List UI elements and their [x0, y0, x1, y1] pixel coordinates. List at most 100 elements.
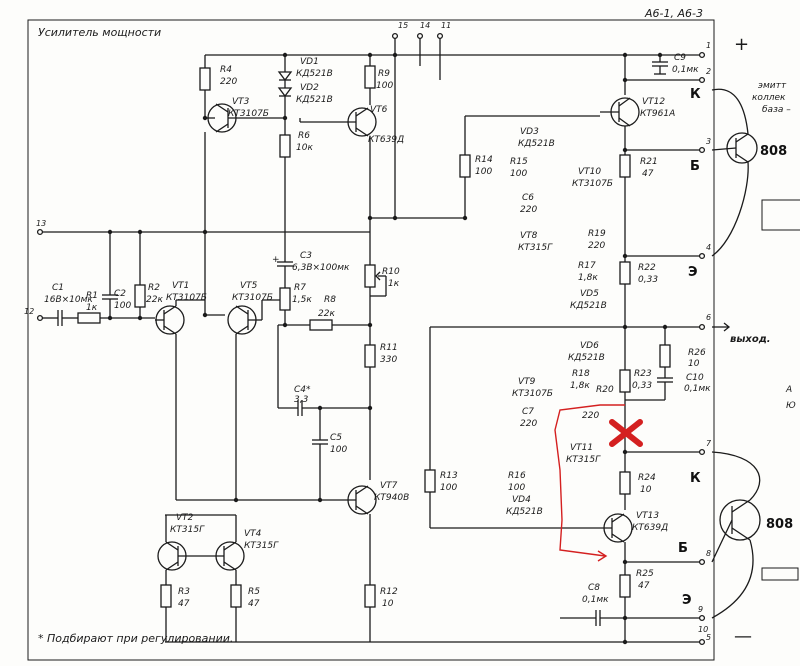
pin-9: 9 [698, 605, 703, 614]
r2-label: R2 [148, 283, 160, 293]
pin-15: 15 [398, 21, 408, 30]
side-text-5: Ю [786, 401, 796, 411]
r21-label: R21 [640, 157, 658, 167]
vd5-type: КД521В [570, 301, 607, 311]
r24-label: R24 [638, 473, 656, 483]
vt8-label: VT8 [520, 231, 538, 241]
r4-label: R4 [220, 65, 232, 75]
vd4-type: КД521В [506, 507, 543, 517]
c3-plus: + [272, 255, 280, 265]
r15-value: 100 [510, 169, 527, 179]
side-text-3: база – [762, 105, 791, 115]
vd4-label: VD4 [512, 495, 531, 505]
vt1-label: VT1 [172, 281, 189, 291]
sheet-frame [27, 19, 715, 661]
c3-value: 6,3В×100мк [292, 263, 350, 273]
r1-value: 1к [86, 303, 98, 313]
r7-value: 1,5к [292, 295, 312, 305]
r8-value: 22к [318, 309, 335, 319]
pin-6: 6 [706, 313, 711, 322]
vd3-label: VD3 [520, 127, 539, 137]
c1-value: 16В×10мк [44, 295, 93, 305]
red-cross-mark [609, 419, 643, 447]
r22-value: 0,33 [638, 275, 658, 285]
c10-value: 0,1мк [684, 384, 711, 394]
vt6-label: VT6 [370, 105, 388, 115]
c6-value: 220 [520, 205, 537, 215]
r3-value: 47 [178, 599, 190, 609]
r24-value: 10 [640, 485, 652, 495]
r14-label: R14 [475, 155, 493, 165]
pin-13: 13 [36, 219, 46, 228]
r13-label: R13 [440, 471, 458, 481]
c9-value: 0,1мк [672, 65, 699, 75]
hand-K-top: К [690, 87, 701, 102]
side-block [761, 199, 800, 231]
vt2-type: КТ315Г [170, 525, 205, 535]
c4-value: 3,3 [294, 395, 309, 405]
r17-label: R17 [578, 261, 596, 271]
side-text-4: А [785, 385, 792, 395]
r19-label: R19 [588, 229, 606, 239]
side-text-2: коллек [752, 93, 786, 103]
r9-label: R9 [378, 69, 390, 79]
vd6-label: VD6 [580, 341, 599, 351]
vt3-label: VT3 [232, 97, 250, 107]
vt8-type: КТ315Г [518, 243, 553, 253]
r7-label: R7 [294, 283, 306, 293]
r26-value: 10 [688, 359, 700, 369]
vt9-label: VT9 [518, 377, 536, 387]
r20-label: R20 [596, 385, 614, 395]
r17-value: 1,8к [578, 273, 598, 283]
c3-label: C3 [300, 251, 312, 261]
pin-10: 10 [698, 625, 708, 634]
vd1-label: VD1 [300, 57, 319, 67]
r4-value: 220 [220, 77, 237, 87]
footnote: * Подбирают при регулировании. [38, 632, 233, 645]
c1-label: C1 [52, 283, 64, 293]
vd1-type: КД521В [296, 69, 333, 79]
output-label: выход. [730, 334, 771, 345]
pin-4: 4 [706, 243, 711, 252]
r5-label: R5 [248, 587, 260, 597]
r16-label: R16 [508, 471, 526, 481]
r16-value: 100 [508, 483, 525, 493]
vd6-type: КД521В [568, 353, 605, 363]
vt13-label: VT13 [636, 511, 659, 521]
r11-label: R11 [380, 343, 398, 353]
r6-label: R6 [298, 131, 310, 141]
r26-label: R26 [688, 348, 706, 358]
external-transistor-top: 808 [711, 88, 787, 257]
r13-value: 100 [440, 483, 457, 493]
vt11-label: VT11 [570, 443, 593, 453]
r18-label: R18 [572, 369, 590, 379]
vt4-label: VT4 [244, 529, 262, 539]
red-jumper-line [554, 404, 625, 557]
vd2-label: VD2 [300, 83, 319, 93]
r10-value: 1к [388, 279, 400, 289]
vt7-type: КТ940В [374, 493, 409, 503]
c8-label: C8 [588, 583, 600, 593]
vt12-type: КТ961А [640, 109, 675, 119]
c7-label: C7 [522, 407, 534, 417]
c5-label: C5 [330, 433, 342, 443]
pin-2: 2 [706, 67, 711, 76]
external-transistor-bottom: 808 [711, 451, 793, 619]
r9-value: 100 [376, 81, 393, 91]
pin-1: 1 [706, 41, 711, 50]
vd3-type: КД521В [518, 139, 555, 149]
r8-label: R8 [324, 295, 336, 305]
r6-value: 10к [296, 143, 313, 153]
r12-value: 10 [382, 599, 394, 609]
vt5-label: VT5 [240, 281, 258, 291]
vd2-type: КД521В [296, 95, 333, 105]
pin-7: 7 [706, 439, 712, 448]
pin-8: 8 [706, 549, 711, 558]
r22-label: R22 [638, 263, 656, 273]
hand-B-bottom: Б [678, 541, 688, 556]
vt2-label: VT2 [176, 513, 194, 523]
sheet-code: А6-1, А6-3 [644, 7, 703, 20]
pin-14: 14 [420, 21, 430, 30]
r21-value: 47 [642, 169, 654, 179]
